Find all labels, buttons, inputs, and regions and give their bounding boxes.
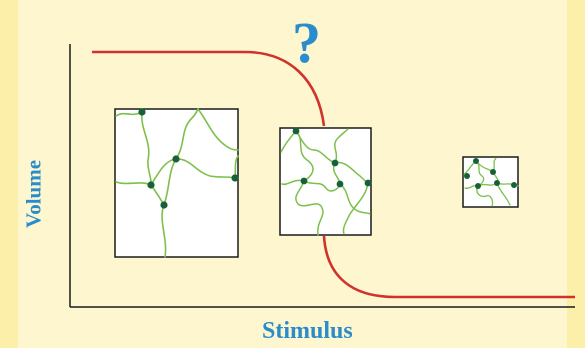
collapsed-network-frame [462,156,519,208]
crosslink-dot [138,108,146,116]
crosslink-dot [511,182,517,188]
crosslink-dot [494,180,500,186]
crosslink-dot [490,169,496,175]
crosslink-dot [172,155,180,163]
swollen-network-box [114,108,239,258]
question-mark: ? [292,10,321,75]
swollen-network-crosslinks [138,108,239,209]
volume-curve-upper [92,50,326,127]
x-axis-label: Stimulus [262,318,353,344]
crosslink-dot [147,181,155,189]
crosslink-dot [336,180,344,188]
crosslink-dot [331,159,339,167]
right-border-strip [567,0,585,348]
crosslink-dot [473,158,479,164]
y-axis-label: Volume [21,159,46,229]
collapsed-network-crosslinks [464,158,517,189]
left-border-strip [0,0,18,348]
collapsed-network-box [462,156,519,208]
transition-network-box [279,127,372,236]
crosslink-dot [364,179,372,187]
crosslink-dot [160,201,168,209]
crosslink-dot [300,177,308,185]
crosslink-dot [231,174,239,182]
transition-network-crosslinks [292,127,372,188]
crosslink-dot [475,183,481,189]
crosslink-dot [292,127,300,135]
volume-curve-lower [322,235,575,299]
crosslink-dot [464,173,470,179]
